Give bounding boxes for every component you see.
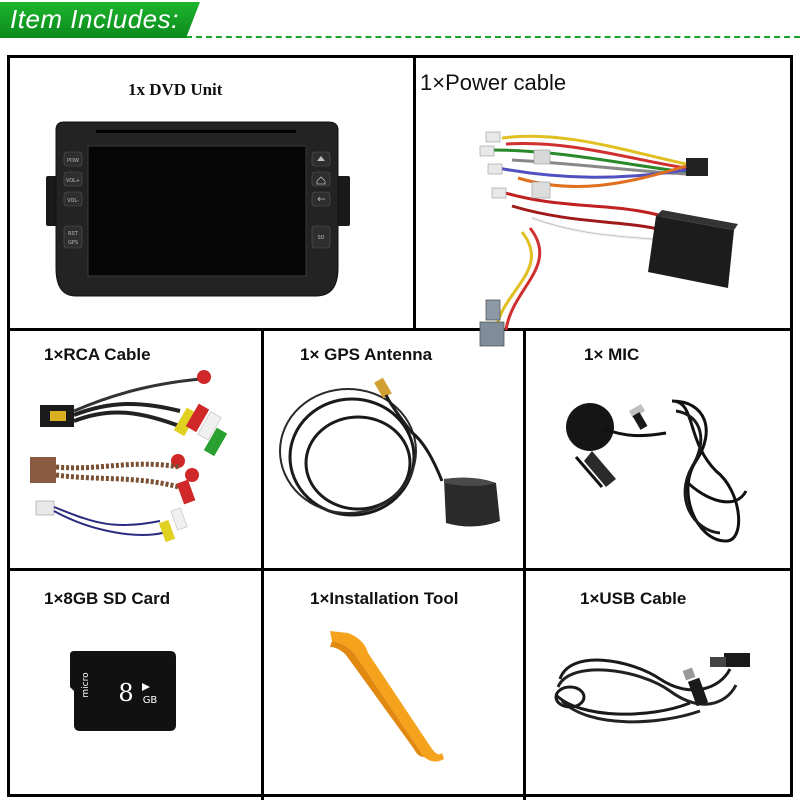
header-tab xyxy=(0,2,200,38)
item-label: 1× GPS Antenna xyxy=(300,345,433,364)
grid-divider xyxy=(261,330,264,800)
dvd-button-label: SD xyxy=(317,235,324,241)
item-installation-tool: 1×Installation Tool xyxy=(264,571,523,800)
grid-divider xyxy=(10,568,790,571)
item-power-cable: 1×Power cable xyxy=(416,58,790,347)
sd-capacity-unit: GB xyxy=(143,695,158,706)
items-grid: 1x DVD Unit POW VOL+ VOL- RST GP xyxy=(7,55,793,800)
grid-divider xyxy=(523,330,526,800)
usb-cable-icon xyxy=(554,653,750,724)
dvd-button-label: VOL+ xyxy=(66,178,80,184)
item-rca-cable: 1×RCA Cable xyxy=(10,331,261,568)
grid-divider xyxy=(10,328,790,331)
dvd-button-label: RST xyxy=(68,231,79,237)
sd-card-icon: micro 8 GB xyxy=(70,651,176,731)
dvd-unit-icon: POW VOL+ VOL- RST GPS SD xyxy=(46,121,350,297)
item-label: 1× MIC xyxy=(584,345,640,364)
item-label: 1×USB Cable xyxy=(580,589,687,608)
item-label: 1×Installation Tool xyxy=(310,589,459,608)
item-label: 1×8GB SD Card xyxy=(44,589,171,608)
header-title: Item Includes: xyxy=(10,4,179,34)
item-gps-antenna: 1× GPS Antenna xyxy=(264,331,523,568)
item-mic: 1× MIC xyxy=(526,331,790,568)
dvd-button-label: POW xyxy=(67,158,79,164)
grid-divider xyxy=(413,58,416,330)
gps-antenna-icon xyxy=(279,377,500,527)
sd-brand-label: micro xyxy=(81,672,91,698)
power-cable-icon xyxy=(479,131,738,347)
rca-cable-icon xyxy=(30,370,228,543)
mic-icon xyxy=(566,399,748,543)
sd-capacity: 8 xyxy=(118,679,133,707)
item-usb-cable: 1×USB Cable xyxy=(526,571,790,800)
item-label: 1x DVD Unit xyxy=(128,80,223,99)
item-label: 1×RCA Cable xyxy=(44,345,151,364)
dvd-button-label: VOL- xyxy=(67,198,79,204)
header-dashed-line xyxy=(186,36,800,38)
dvd-button-label: GPS xyxy=(68,240,78,246)
item-dvd-unit: 1x DVD Unit POW VOL+ VOL- RST GP xyxy=(10,58,413,328)
section-header: Item Includes: xyxy=(0,0,800,44)
installation-tool-icon xyxy=(330,631,444,762)
item-sd-card: 1×8GB SD Card micro 8 GB xyxy=(10,571,261,800)
item-label: 1×Power cable xyxy=(420,70,567,95)
